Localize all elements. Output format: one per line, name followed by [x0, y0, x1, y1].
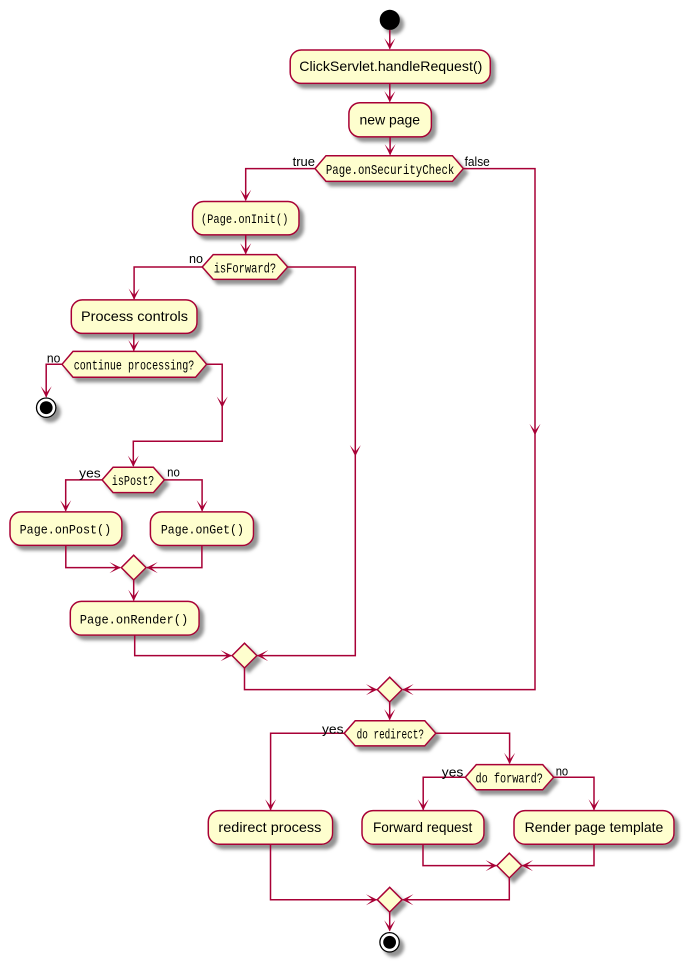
- svg-text:yes: yes: [322, 721, 344, 736]
- svg-text:no: no: [189, 251, 203, 266]
- svg-text:new page: new page: [360, 111, 421, 127]
- svg-text:false: false: [465, 154, 490, 169]
- svg-text:no: no: [47, 351, 61, 366]
- svg-text:true: true: [293, 154, 315, 169]
- svg-text:do redirect?: do redirect?: [357, 728, 424, 744]
- svg-text:redirect process: redirect process: [218, 819, 321, 835]
- svg-text:Page.onSecurityCheck: Page.onSecurityCheck: [326, 163, 455, 179]
- svg-text:do forward?: do forward?: [475, 771, 543, 787]
- svg-text:ClickServlet.handleRequest(): ClickServlet.handleRequest(): [299, 58, 482, 74]
- svg-text:continue processing?: continue processing?: [74, 359, 195, 375]
- svg-text:no: no: [556, 763, 569, 778]
- svg-text:Process controls: Process controls: [81, 308, 188, 324]
- svg-text:no: no: [167, 464, 180, 479]
- svg-text:Render page template: Render page template: [525, 819, 664, 835]
- svg-text:isPost?: isPost?: [112, 474, 155, 490]
- svg-text:isForward?: isForward?: [214, 261, 276, 277]
- svg-text:Page.onGet(): Page.onGet(): [161, 523, 244, 538]
- svg-text:Page.onRender(): Page.onRender(): [80, 612, 189, 627]
- svg-text:(Page.onInit(): (Page.onInit(): [201, 212, 289, 227]
- svg-text:Forward request: Forward request: [373, 819, 472, 835]
- svg-text:yes: yes: [442, 764, 464, 779]
- svg-text:yes: yes: [79, 465, 101, 480]
- svg-text:Page.onPost(): Page.onPost(): [20, 523, 112, 538]
